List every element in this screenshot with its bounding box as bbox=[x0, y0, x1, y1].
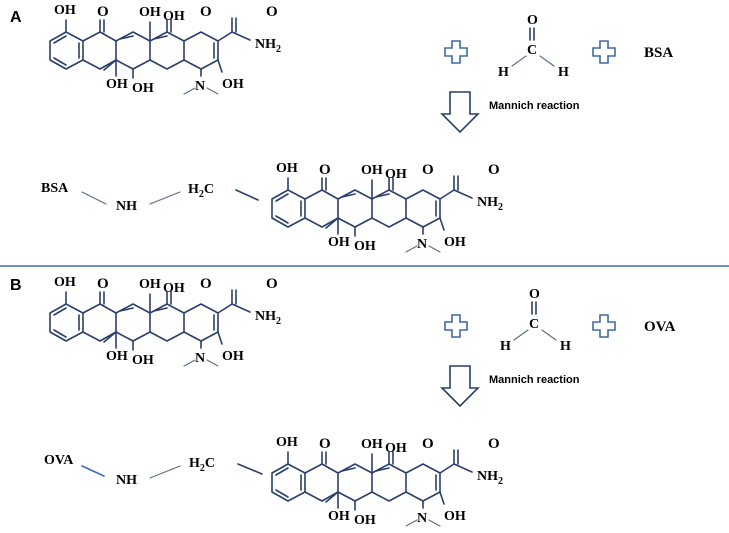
formaldehyde-h-left-label: H bbox=[498, 65, 509, 80]
down-arrow-icon bbox=[441, 365, 479, 407]
panel-b-reaction-label: Mannich reaction bbox=[489, 374, 580, 386]
carbonyl-o-label: O bbox=[319, 162, 331, 178]
oh-label: OH bbox=[385, 167, 407, 182]
dimethylamino-n-label: N bbox=[195, 351, 205, 366]
linker-nh-label: NH bbox=[116, 199, 137, 214]
down-arrow-icon bbox=[441, 91, 479, 133]
oh-label: OH bbox=[222, 349, 244, 364]
dimethylamino-n-label: N bbox=[417, 237, 427, 252]
oh-label: OH bbox=[139, 277, 161, 292]
oh-label: OH bbox=[444, 509, 466, 524]
carbonyl-o-label: O bbox=[422, 436, 434, 452]
plus-icon bbox=[592, 314, 616, 338]
oh-label: OH bbox=[354, 239, 376, 254]
oh-label: OH bbox=[54, 275, 76, 290]
carbonyl-o-label: O bbox=[97, 4, 109, 20]
oh-label: OH bbox=[132, 353, 154, 368]
panel-a-product: BSA NH H2C OH O OH OH O O NH2 OH OH OH N bbox=[41, 161, 503, 254]
carrier-label: OVA bbox=[44, 453, 74, 468]
oh-label: OH bbox=[106, 349, 128, 364]
linker-ch2-label: H2C bbox=[188, 182, 214, 200]
formaldehyde-c-label: C bbox=[529, 317, 539, 332]
oh-label: OH bbox=[354, 513, 376, 528]
panel-b-carrier-label: OVA bbox=[644, 319, 676, 335]
linker-ch2-label: H2C bbox=[189, 456, 215, 474]
carbonyl-o-label: O bbox=[97, 276, 109, 292]
oh-label: OH bbox=[361, 437, 383, 452]
oh-label: OH bbox=[106, 77, 128, 92]
formaldehyde-o-label: O bbox=[527, 13, 538, 28]
oh-label: OH bbox=[444, 235, 466, 250]
dimethylamino-n-label: N bbox=[417, 511, 427, 526]
oh-label: OH bbox=[132, 81, 154, 96]
oh-label: OH bbox=[361, 163, 383, 178]
panel-a-reaction-label: Mannich reaction bbox=[489, 100, 580, 112]
formaldehyde-h-right-label: H bbox=[560, 339, 571, 354]
amide-group-label: NH2 bbox=[477, 469, 503, 487]
carrier-label: BSA bbox=[41, 181, 69, 196]
oh-label: OH bbox=[276, 435, 298, 450]
carbonyl-o-label: O bbox=[422, 162, 434, 178]
amide-group-label: NH2 bbox=[255, 37, 281, 55]
oh-label: OH bbox=[163, 281, 185, 296]
plus-icon bbox=[444, 40, 468, 64]
oh-label: OH bbox=[222, 77, 244, 92]
panel-a-tetracycline: OH O OH OH O O NH2 OH OH OH N bbox=[49, 3, 281, 96]
carbonyl-o-label: O bbox=[200, 4, 212, 20]
formaldehyde-h-right-label: H bbox=[558, 65, 569, 80]
formaldehyde-c-label: C bbox=[527, 43, 537, 58]
oh-label: OH bbox=[328, 509, 350, 524]
dimethylamino-n-label: N bbox=[195, 79, 205, 94]
carbonyl-o-label: O bbox=[488, 162, 500, 178]
panel-a-carrier-label: BSA bbox=[644, 45, 673, 61]
panel-b-tetracycline: OH O OH OH O O NH2 OH OH OH N bbox=[49, 275, 281, 368]
panel-a-formaldehyde: O C H H bbox=[498, 13, 569, 80]
plus-icon bbox=[592, 40, 616, 64]
oh-label: OH bbox=[163, 9, 185, 24]
carbonyl-o-label: O bbox=[200, 276, 212, 292]
linker-nh-label: NH bbox=[116, 473, 137, 488]
oh-label: OH bbox=[385, 441, 407, 456]
oh-label: OH bbox=[139, 5, 161, 20]
panel-b-label: B bbox=[10, 277, 22, 294]
carbonyl-o-label: O bbox=[266, 276, 278, 292]
formaldehyde-h-left-label: H bbox=[500, 339, 511, 354]
oh-label: OH bbox=[54, 3, 76, 18]
oh-label: OH bbox=[276, 161, 298, 176]
plus-icon bbox=[444, 314, 468, 338]
carbonyl-o-label: O bbox=[319, 436, 331, 452]
panel-b-product: OVA NH H2C OH O OH OH O O NH2 OH OH OH N bbox=[44, 435, 503, 528]
amide-group-label: NH2 bbox=[255, 309, 281, 327]
formaldehyde-o-label: O bbox=[529, 287, 540, 302]
panel-b-formaldehyde: O C H H bbox=[500, 287, 571, 354]
oh-label: OH bbox=[328, 235, 350, 250]
panel-a-label: A bbox=[10, 9, 22, 26]
carbonyl-o-label: O bbox=[266, 4, 278, 20]
amide-group-label: NH2 bbox=[477, 195, 503, 213]
carbonyl-o-label: O bbox=[488, 436, 500, 452]
